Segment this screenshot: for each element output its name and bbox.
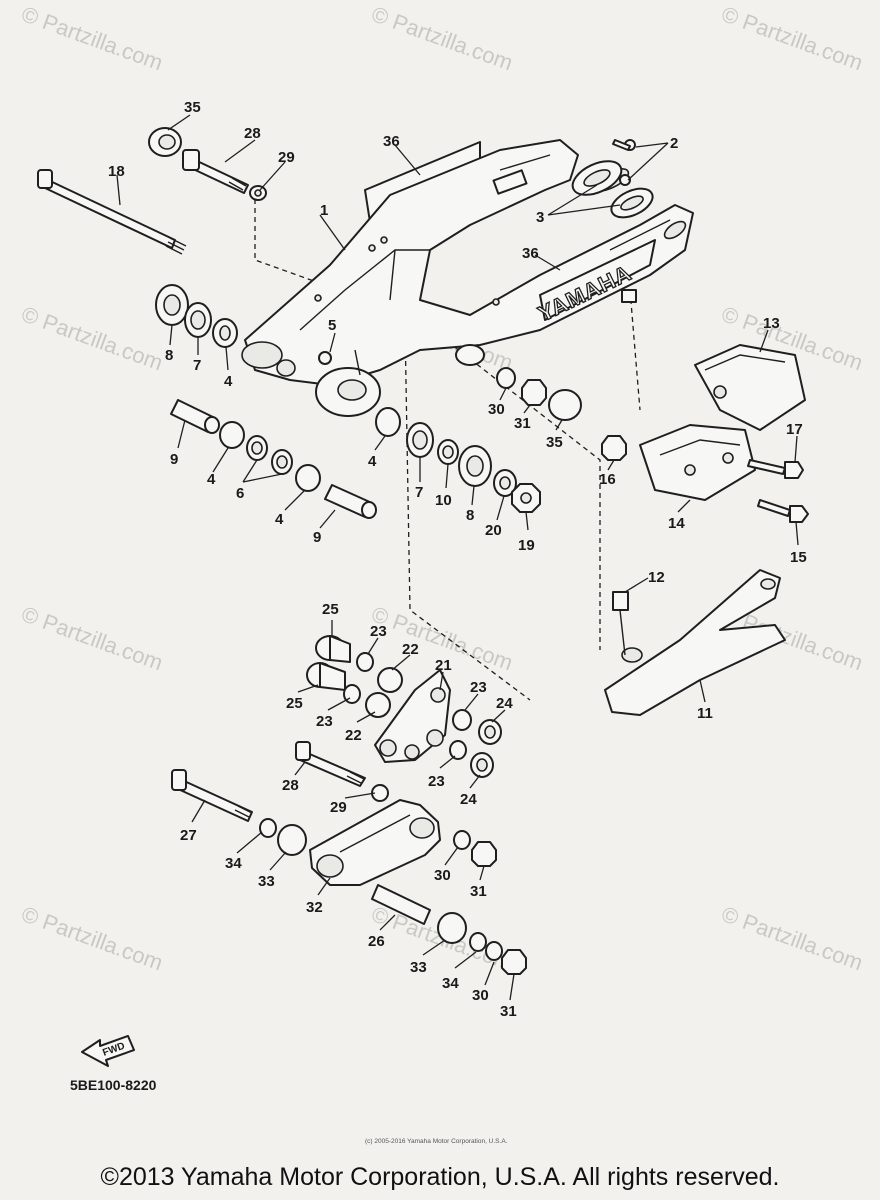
callouts: 35 28 29 18 1 36 2 3 36 5 8 7 4 9 4 6 4 … [108,99,807,1020]
callout-4[interactable]: 4 [275,511,284,528]
relay-arm [306,635,502,778]
chain-guide [601,344,809,523]
callout-36[interactable]: 36 [522,245,539,262]
drawing-code: 5BE100-8220 [70,1077,157,1093]
watermark: © Partzilla.com [18,901,166,975]
callout-20[interactable]: 20 [485,522,502,539]
callout-9[interactable]: 9 [170,451,178,468]
callout-23[interactable]: 23 [316,713,333,730]
callout-36[interactable]: 36 [383,133,400,150]
callout-23[interactable]: 23 [370,623,387,640]
callout-11[interactable]: 11 [697,705,713,722]
left-bearing-stack [155,284,238,348]
callout-5[interactable]: 5 [328,317,336,334]
callout-28[interactable]: 28 [282,777,299,794]
callout-8[interactable]: 8 [165,347,173,364]
callout-17[interactable]: 17 [786,421,803,438]
callout-4[interactable]: 4 [224,373,233,390]
callout-3[interactable]: 3 [536,209,544,226]
copyright-notice: ©2013 Yamaha Motor Corporation, U.S.A. A… [100,1163,780,1191]
pivot-shaft [37,169,187,255]
callout-33[interactable]: 33 [410,959,427,976]
callout-24[interactable]: 24 [460,791,477,808]
callout-16[interactable]: 16 [599,471,616,488]
callout-4[interactable]: 4 [207,471,216,488]
callout-30[interactable]: 30 [488,401,505,418]
callout-9[interactable]: 9 [313,529,321,546]
callout-30[interactable]: 30 [434,867,451,884]
watermark-layer: © Partzilla.com © Partzilla.com © Partzi… [18,1,866,975]
callout-7[interactable]: 7 [193,357,201,374]
lower-bolt-set [171,741,389,822]
callout-35[interactable]: 35 [184,99,201,116]
callout-33[interactable]: 33 [258,873,275,890]
callout-22[interactable]: 22 [345,727,362,744]
callout-31[interactable]: 31 [500,1003,517,1020]
right-spacer-stack [375,367,582,513]
upper-bolt-set [148,127,267,201]
callout-25[interactable]: 25 [286,695,303,712]
connecting-rod [259,799,527,975]
swingarm-slider [604,569,786,716]
callout-29[interactable]: 29 [330,799,347,816]
callout-6[interactable]: 6 [236,485,244,502]
callout-34[interactable]: 34 [442,975,459,992]
callout-22[interactable]: 22 [402,641,419,658]
watermark: © Partzilla.com [718,1,866,75]
callout-10[interactable]: 10 [435,492,452,509]
callout-32[interactable]: 32 [306,899,323,916]
watermark: © Partzilla.com [718,901,866,975]
callout-29[interactable]: 29 [278,149,295,166]
callout-25[interactable]: 25 [322,601,339,618]
callout-31[interactable]: 31 [514,415,531,432]
watermark: © Partzilla.com [18,301,166,375]
callout-1[interactable]: 1 [320,202,328,219]
callout-15[interactable]: 15 [790,549,807,566]
lower-left-spacer-stack [170,399,377,519]
callout-12[interactable]: 12 [648,569,665,586]
callout-19[interactable]: 19 [518,537,535,554]
callout-23[interactable]: 23 [470,679,487,696]
callout-26[interactable]: 26 [368,933,385,950]
callout-8[interactable]: 8 [466,507,474,524]
callout-7[interactable]: 7 [415,484,423,501]
callout-18[interactable]: 18 [108,163,125,180]
callout-14[interactable]: 14 [668,515,685,532]
callout-27[interactable]: 27 [180,827,197,844]
callout-30[interactable]: 30 [472,987,489,1004]
callout-2[interactable]: 2 [670,135,678,152]
watermark: © Partzilla.com [18,1,166,75]
callout-35[interactable]: 35 [546,434,563,451]
callout-31[interactable]: 31 [470,883,487,900]
callout-13[interactable]: 13 [763,315,780,332]
callout-23[interactable]: 23 [428,773,445,790]
leader-lines [116,114,799,1001]
callout-28[interactable]: 28 [244,125,261,142]
callout-24[interactable]: 24 [496,695,513,712]
callout-21[interactable]: 21 [435,657,452,674]
watermark: © Partzilla.com [368,1,516,75]
watermark: © Partzilla.com [18,601,166,675]
callout-4[interactable]: 4 [368,453,377,470]
callout-34[interactable]: 34 [225,855,242,872]
forward-direction-arrow: FWD [81,1035,135,1067]
fine-print: (c) 2005-2016 Yamaha Motor Corporation, … [365,1138,508,1145]
hardware-top [318,139,654,365]
